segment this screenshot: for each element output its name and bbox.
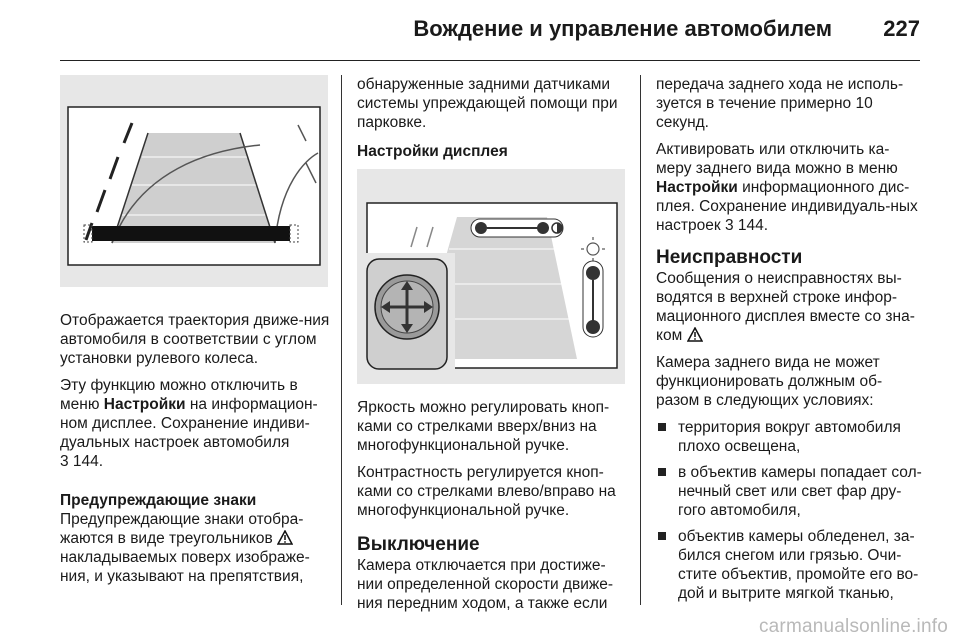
bullet-square-icon — [658, 468, 666, 476]
display-settings-illustration — [357, 169, 625, 384]
page-reference: 3 144. — [60, 453, 104, 470]
menu-settings-label: Настройки — [656, 179, 738, 196]
column-3: передача заднего хода не исполь-зуется в… — [656, 75, 924, 610]
column-divider-1 — [341, 75, 342, 605]
bullet-square-icon — [658, 532, 666, 540]
paragraph-activate-camera: Активировать или отключить ка-меру задне… — [656, 141, 918, 234]
heading-faults: Неисправности — [656, 247, 803, 268]
rear-camera-trajectory-figure — [60, 75, 328, 287]
heading-switch-off: Выключение — [357, 534, 480, 555]
warning-triangle-icon — [686, 327, 703, 342]
header-rule — [60, 60, 920, 61]
page-header-title: Вождение и управление автомобилем — [413, 16, 832, 41]
paragraph-warning-signs: Предупреждающие знаки отобра-жаются в ви… — [60, 511, 310, 585]
bullet-square-icon — [658, 423, 666, 431]
heading-display-settings: Настройки дисплея — [357, 143, 508, 160]
footer-watermark: carmanualsonline.info — [758, 616, 948, 637]
page-number: 227 — [883, 16, 920, 41]
paragraph-disable-function: Эту функцию можно отключить в меню Настр… — [60, 377, 318, 470]
paragraph-switch-off: Камера отключается при достиже-нии опред… — [357, 557, 614, 612]
paragraph-conditions: Камера заднего вида не может функциониро… — [656, 354, 883, 409]
display-settings-figure — [357, 169, 625, 384]
list-item: в объектив камеры попадает сол-нечный св… — [656, 463, 924, 520]
list-item: территория вокруг автомобиля плохо освещ… — [656, 418, 924, 456]
paragraph-trajectory: Отображается траектория движе-ния автомо… — [60, 312, 330, 367]
menu-settings-label: Настройки — [103, 396, 186, 413]
list-item: объектив камеры обледенел, за-бился снег… — [656, 527, 924, 603]
column-divider-2 — [640, 75, 641, 605]
page-reference: 3 144. — [724, 217, 769, 234]
column-2: обнаруженные задними датчиками системы у… — [357, 75, 629, 621]
paragraph-fault-messages: Сообщения о неисправностях вы-водятся в … — [656, 270, 915, 344]
warning-triangle-icon — [277, 530, 294, 545]
rear-camera-trajectory-illustration — [60, 75, 328, 287]
paragraph-contrast: Контрастность регулируется кноп-ками со … — [357, 464, 616, 519]
heading-warning-signs: Предупреждающие знаки — [60, 492, 257, 509]
paragraph-brightness: Яркость можно регулировать кноп-ками со … — [357, 399, 610, 454]
column-1: Отображается траектория движе-ния автомо… — [60, 75, 332, 594]
paragraph-reverse-gear: передача заднего хода не исполь-зуется в… — [656, 76, 904, 131]
paragraph-sensors: обнаруженные задними датчиками системы у… — [357, 76, 618, 131]
